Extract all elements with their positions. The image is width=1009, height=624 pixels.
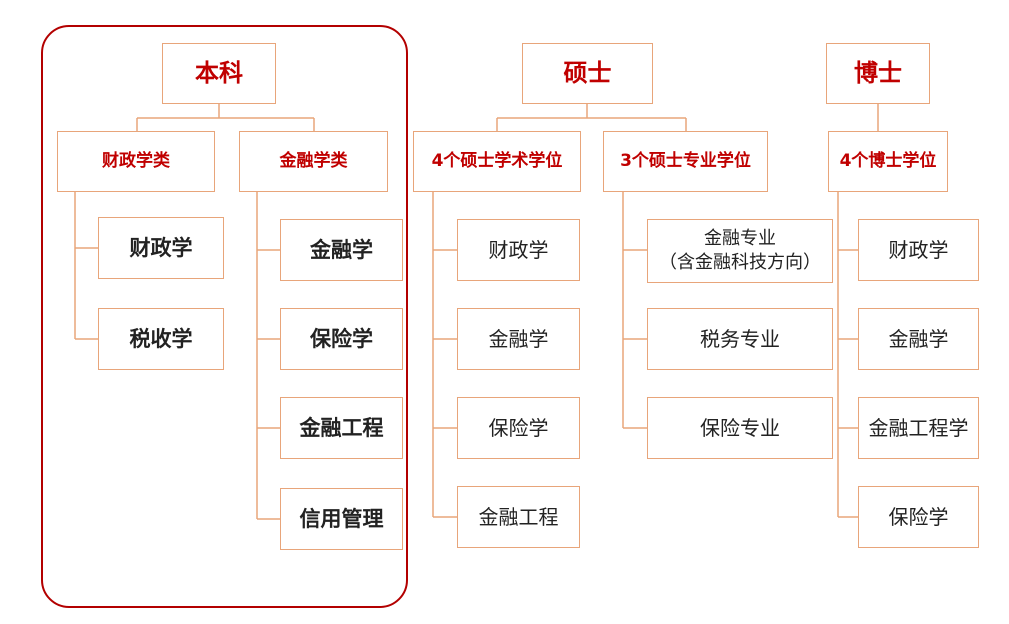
doctor-item-jinronggongchengxue: 金融工程学: [858, 397, 979, 459]
level-master-title: 硕士: [522, 43, 653, 104]
master-item-caizhengxue: 财政学: [457, 219, 580, 281]
doctor-item-jinrongxue: 金融学: [858, 308, 979, 370]
master-item-baoxianzhuanye: 保险专业: [647, 397, 833, 459]
bachelor-item-xinyongguanli: 信用管理: [280, 488, 403, 550]
bachelor-item-shuishouxue: 税收学: [98, 308, 224, 370]
level-bachelor-title: 本科: [162, 43, 276, 104]
group-jinrong-title: 金融学类: [239, 131, 388, 192]
master-item-shuiwuzhuanye: 税务专业: [647, 308, 833, 370]
group-doctor-title: 4个博士学位: [828, 131, 948, 192]
group-professional-title: 3个硕士专业学位: [603, 131, 768, 192]
master-item-jinrongzhuanye: 金融专业 （含金融科技方向）: [647, 219, 833, 283]
level-doctor-title: 博士: [826, 43, 930, 104]
group-academic-title: 4个硕士学术学位: [413, 131, 581, 192]
doctor-item-caizhengxue: 财政学: [858, 219, 979, 281]
master-item-baoxianxue: 保险学: [457, 397, 580, 459]
doctor-item-baoxianxue: 保险学: [858, 486, 979, 548]
master-item-jinrongxue: 金融学: [457, 308, 580, 370]
bachelor-item-caizhengxue: 财政学: [98, 217, 224, 279]
bachelor-item-baoxianxue: 保险学: [280, 308, 403, 370]
group-caizheng-title: 财政学类: [57, 131, 215, 192]
master-item-jinronggongcheng: 金融工程: [457, 486, 580, 548]
bachelor-item-jinrongxue: 金融学: [280, 219, 403, 281]
bachelor-highlight-frame: [41, 25, 408, 608]
bachelor-item-jinronggongcheng: 金融工程: [280, 397, 403, 459]
